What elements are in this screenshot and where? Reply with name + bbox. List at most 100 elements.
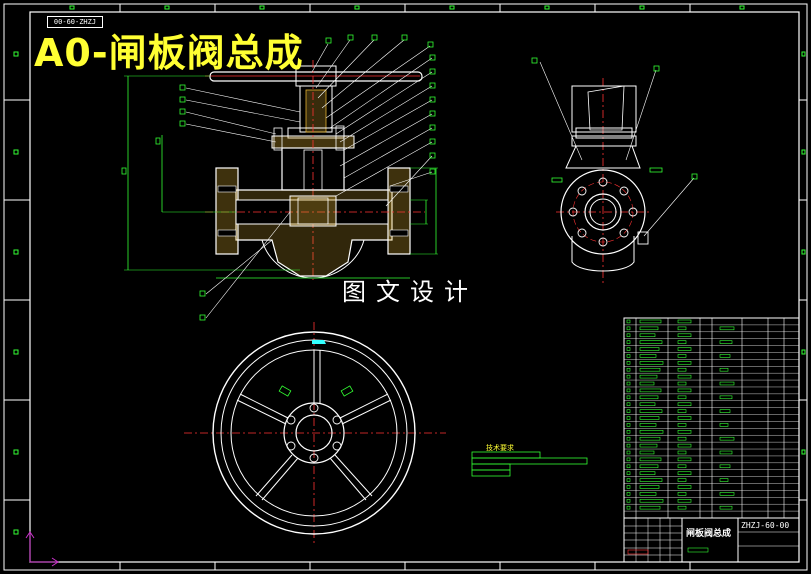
- bom-cell-mark: [677, 492, 687, 496]
- bom-cell-mark: [719, 354, 731, 358]
- watermark-text: 图文设计: [342, 278, 478, 306]
- bom-cell-mark: [639, 499, 664, 503]
- bom-cell-mark: [626, 443, 631, 448]
- bom-cell-mark: [639, 402, 656, 406]
- bom-cell-mark: [677, 464, 687, 469]
- drawing-title: A0-闸板阀总成: [34, 31, 304, 75]
- bom-cell-mark: [626, 464, 631, 469]
- bom-cell-mark: [626, 450, 631, 455]
- bom-cell-mark: [626, 416, 631, 420]
- bom-cell-mark: [677, 409, 687, 413]
- bom-cell-mark: [719, 409, 731, 413]
- bom-cell-mark: [677, 354, 687, 358]
- bom-cell-mark: [677, 430, 692, 434]
- bom-cell-mark: [677, 450, 687, 455]
- bom-cell-mark: [626, 388, 631, 393]
- bom-cell-mark: [719, 478, 729, 482]
- title-block: [623, 517, 800, 563]
- bom-cell-mark: [639, 430, 664, 434]
- bom-cell-mark: [639, 436, 661, 441]
- bom-cell-mark: [626, 409, 631, 413]
- tech-requirements-label: 技术要求: [486, 444, 514, 452]
- bom-cell-mark: [677, 374, 692, 379]
- bom-cell-mark: [626, 402, 631, 406]
- bom-cell-mark: [677, 402, 692, 406]
- bom-cell-mark: [626, 354, 631, 358]
- bom-cell-mark: [639, 423, 657, 427]
- bom-cell-mark: [639, 416, 660, 420]
- bom-cell-mark: [626, 347, 631, 351]
- title-block-code: ZHZJ-60-00: [741, 521, 790, 530]
- zone-marks: [13, 5, 806, 535]
- front-section-view: [121, 34, 438, 321]
- bom-cell-mark: [639, 367, 661, 372]
- bom-cell-mark: [639, 464, 659, 469]
- bom-cell-mark: [719, 326, 735, 331]
- bom-cell-mark: [626, 457, 631, 462]
- handwheel-top-view: [184, 322, 446, 546]
- bom-cell-mark: [639, 319, 662, 324]
- bom-cell-mark: [719, 464, 731, 469]
- bom-cell-mark: [677, 361, 692, 365]
- bom-cell-mark: [719, 492, 735, 496]
- bom-frame: [623, 317, 800, 519]
- bom-cell-mark: [626, 361, 631, 365]
- bom-cell-mark: [677, 388, 692, 393]
- bom-cell-mark: [639, 326, 659, 331]
- bom-cell-mark: [677, 505, 687, 510]
- bom-cell-mark: [626, 478, 631, 482]
- bom-cell-mark: [639, 333, 656, 337]
- bom-cell-mark: [719, 505, 733, 510]
- bom-cell-mark: [626, 340, 631, 344]
- bom-cell-mark: [639, 471, 656, 475]
- bom-cell-mark: [639, 395, 659, 400]
- bom-cell-mark: [677, 499, 692, 503]
- bom-cell-mark: [677, 423, 687, 427]
- bom-cell-mark: [639, 409, 663, 413]
- bom-cell-mark: [719, 395, 733, 400]
- bom-cell-mark: [626, 436, 631, 441]
- bom-cell-mark: [639, 457, 662, 462]
- bom-cell-mark: [626, 374, 631, 379]
- bom-cell-mark: [639, 485, 660, 489]
- title-block-name: 闸板阀总成: [686, 529, 732, 539]
- bom-cell-mark: [677, 416, 692, 420]
- bom-cell-mark: [626, 333, 631, 337]
- bom-cell-mark: [626, 381, 631, 386]
- bom-cell-mark: [639, 347, 660, 351]
- bom-cell-mark: [626, 499, 631, 503]
- bom-cell-mark: [639, 478, 663, 482]
- bom-cell-mark: [677, 395, 687, 400]
- bom-cell-mark: [626, 395, 631, 400]
- bom-cell-mark: [719, 381, 735, 386]
- bom-cell-mark: [677, 367, 687, 372]
- bom-cell-mark: [677, 381, 687, 386]
- bom-cell-mark: [719, 367, 729, 372]
- bom-cell-mark: [677, 471, 692, 475]
- bom-cell-mark: [639, 450, 655, 455]
- drawing-code-top: 00-60-ZHZJ: [47, 16, 103, 28]
- bom-cell-mark: [626, 492, 631, 496]
- bom-cell-mark: [639, 443, 658, 448]
- bom-cell-mark: [719, 450, 733, 455]
- bom-cell-mark: [677, 333, 692, 337]
- bom-cell-mark: [677, 457, 692, 462]
- bom-cell-mark: [677, 443, 692, 448]
- ucs-axis-icon: [25, 531, 59, 567]
- bom-cell-mark: [626, 505, 631, 510]
- bom-cell-mark: [677, 436, 687, 441]
- bom-cell-mark: [626, 326, 631, 331]
- bom-cell-mark: [719, 436, 735, 441]
- bom-cell-mark: [639, 505, 661, 510]
- bom-cell-mark: [677, 319, 692, 324]
- bom-cell-mark: [719, 340, 733, 344]
- bom-cell-mark: [677, 485, 692, 489]
- bom-cell-mark: [626, 423, 631, 427]
- tech-requirements-block: [471, 451, 588, 477]
- bom-cell-mark: [677, 326, 687, 331]
- side-view: [531, 57, 698, 285]
- bom-cell-mark: [639, 354, 657, 358]
- bom-cell-mark: [626, 430, 631, 434]
- bom-cell-mark: [626, 471, 631, 475]
